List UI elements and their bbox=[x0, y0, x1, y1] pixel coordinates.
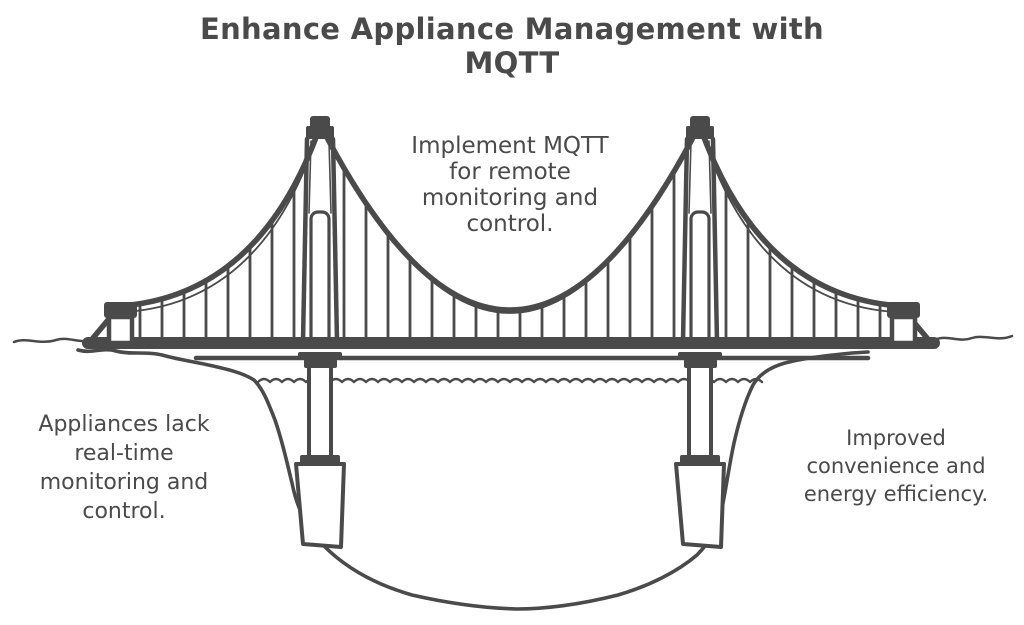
solution-label: Implement MQTT for remote monitoring and… bbox=[360, 133, 660, 237]
cable-highlight-lines bbox=[124, 136, 896, 314]
solution-label-line: control. bbox=[466, 211, 554, 237]
benefit-label: Improved convenience and energy efficien… bbox=[779, 424, 1013, 508]
problem-label-line: monitoring and bbox=[39, 470, 209, 495]
solution-label-line: monitoring and bbox=[421, 185, 599, 211]
shoreline-squiggles bbox=[12, 334, 1014, 344]
problem-label-line: control. bbox=[82, 499, 166, 524]
suspender-cables bbox=[138, 166, 882, 344]
problem-label-line: Appliances lack bbox=[38, 412, 210, 437]
left-tower bbox=[300, 116, 340, 346]
title-line-2: MQTT bbox=[464, 46, 560, 80]
left-anchor-post bbox=[104, 302, 137, 346]
benefit-label-line: convenience and bbox=[806, 454, 986, 478]
solution-label-line: for remote bbox=[449, 159, 571, 185]
water-wave-line bbox=[256, 377, 764, 384]
riverbed-outline bbox=[76, 347, 870, 611]
title-line-1: Enhance Appliance Management with bbox=[200, 12, 824, 46]
left-pier bbox=[294, 352, 346, 549]
right-pier bbox=[674, 352, 726, 549]
benefit-label-line: energy efficiency. bbox=[803, 482, 989, 506]
right-anchor-post bbox=[887, 302, 920, 346]
solution-label-line: Implement MQTT bbox=[411, 133, 609, 159]
problem-label-line: real-time bbox=[74, 441, 174, 466]
benefit-label-line: Improved bbox=[846, 426, 946, 450]
problem-label: Appliances lack real-time monitoring and… bbox=[8, 410, 240, 526]
diagram-title: Enhance Appliance Management with MQTT bbox=[0, 12, 1024, 80]
